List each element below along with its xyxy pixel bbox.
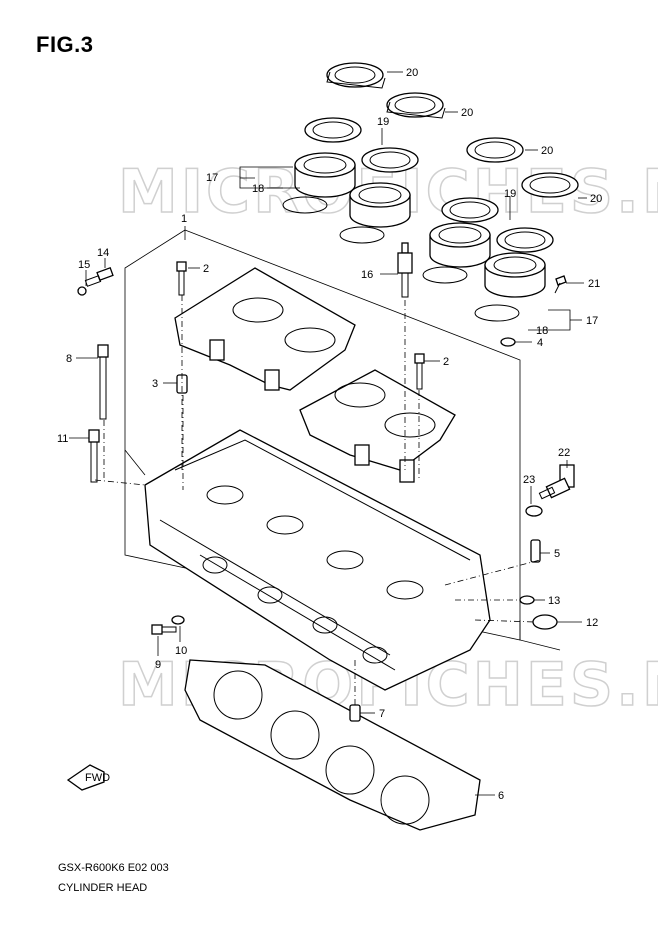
bolt-8 [97, 344, 109, 420]
o-ring-13 [519, 595, 535, 605]
bolt-11 [88, 429, 100, 483]
intake-boot-20-b [386, 92, 446, 119]
callout-13: 13 [548, 595, 560, 607]
callout-18: 18 [536, 325, 548, 337]
bolt-2-right [414, 353, 425, 390]
intake-boot-20-a [326, 62, 386, 89]
intake-boot-19-a [304, 117, 362, 143]
callout-10: 10 [175, 645, 187, 657]
union-14 [84, 267, 114, 287]
bolt-9 [151, 624, 177, 635]
pipe-5 [530, 539, 541, 563]
callout-20: 20 [590, 193, 602, 205]
section-name: CYLINDER HEAD [58, 882, 148, 894]
alignment-lines [94, 295, 541, 705]
intake-boot-19-d [496, 227, 554, 253]
forward-direction-icon: FWD [66, 764, 110, 791]
camshaft-holder-right [299, 369, 456, 483]
callout-17: 17 [206, 172, 218, 184]
intake-boot-19-b [361, 147, 419, 173]
callout-11: 11 [57, 433, 68, 445]
callout-9: 9 [155, 659, 161, 671]
gasket-15 [77, 286, 87, 296]
intake-pipe-b [339, 182, 411, 244]
callout-19: 19 [377, 116, 389, 128]
callout-20: 20 [406, 67, 418, 79]
callout-23: 23 [523, 474, 535, 486]
svg-text:FWD: FWD [85, 772, 110, 784]
callout-6: 6 [498, 790, 504, 802]
callout-3: 3 [152, 378, 158, 390]
washer-10 [171, 615, 185, 625]
cylinder-head-gasket [184, 659, 481, 831]
callout-1: 1 [181, 213, 187, 225]
intake-pipe-c [422, 222, 491, 284]
callout-7: 7 [379, 708, 385, 720]
callout-leaders [69, 71, 587, 796]
intake-boot-20-c [466, 137, 524, 163]
callout-15: 15 [78, 259, 90, 271]
spark-plug-16 [397, 242, 413, 298]
callout-labels: 20 20 20 20 19 19 17 18 17 18 1 2 2 3 16… [57, 67, 602, 802]
figure-title: FIG.3 [36, 32, 94, 57]
bolt-2-left [176, 261, 187, 296]
callout-19: 19 [504, 188, 516, 200]
callout-21: 21 [588, 278, 600, 290]
temperature-sensor-22 [538, 464, 575, 500]
callout-22: 22 [558, 447, 570, 459]
intake-pipes-group [282, 152, 546, 322]
callout-20: 20 [461, 107, 473, 119]
callout-2: 2 [203, 263, 209, 275]
intake-pipe-d [474, 252, 546, 322]
washer-4 [500, 337, 516, 347]
cylinder-head-body [144, 429, 491, 691]
callout-5: 5 [554, 548, 560, 560]
callout-17: 17 [586, 315, 598, 327]
callout-4: 4 [537, 337, 543, 349]
intake-boot-19-c [441, 197, 499, 223]
dowel-pin-7 [349, 704, 361, 722]
callout-20: 20 [541, 145, 553, 157]
callout-18: 18 [252, 183, 264, 195]
camshaft-holder-left [174, 267, 356, 391]
o-ring-12 [532, 614, 558, 630]
callout-8: 8 [66, 353, 72, 365]
intake-boots-group [304, 62, 579, 253]
callout-14: 14 [97, 247, 109, 259]
screw-21 [554, 275, 567, 294]
intake-pipe-a [282, 152, 356, 214]
callout-12: 12 [586, 617, 598, 629]
model-code: GSX-R600K6 E02 003 [58, 862, 169, 874]
assembly-frame [124, 229, 561, 651]
gasket-23 [525, 505, 543, 517]
callout-2: 2 [443, 356, 449, 368]
callout-16: 16 [361, 269, 373, 281]
intake-boot-20-d [521, 172, 579, 198]
